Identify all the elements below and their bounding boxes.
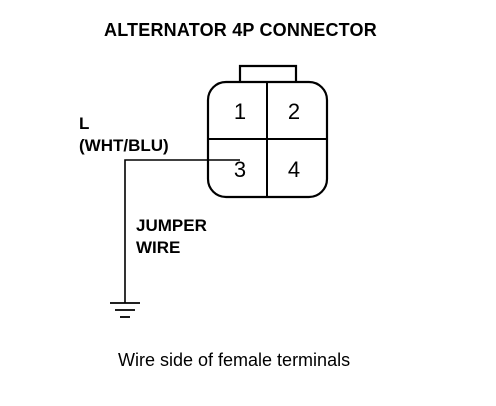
wire-name-label: L — [79, 114, 90, 133]
terminal-4-label: 4 — [288, 157, 300, 182]
terminal-1-label: 1 — [234, 99, 246, 124]
diagram-title: ALTERNATOR 4P CONNECTOR — [104, 20, 377, 40]
connector-lock-tab — [238, 64, 298, 82]
wire-color-label: (WHT/BLU) — [79, 136, 169, 155]
jumper-label-line2: WIRE — [136, 238, 181, 257]
jumper-label-line1: JUMPER — [136, 216, 207, 235]
ground-icon — [110, 302, 140, 318]
terminal-2-label: 2 — [288, 99, 300, 124]
terminal-3-label: 3 — [234, 157, 246, 182]
diagram-caption: Wire side of female terminals — [118, 350, 351, 370]
jumper-wire — [124, 159, 240, 303]
